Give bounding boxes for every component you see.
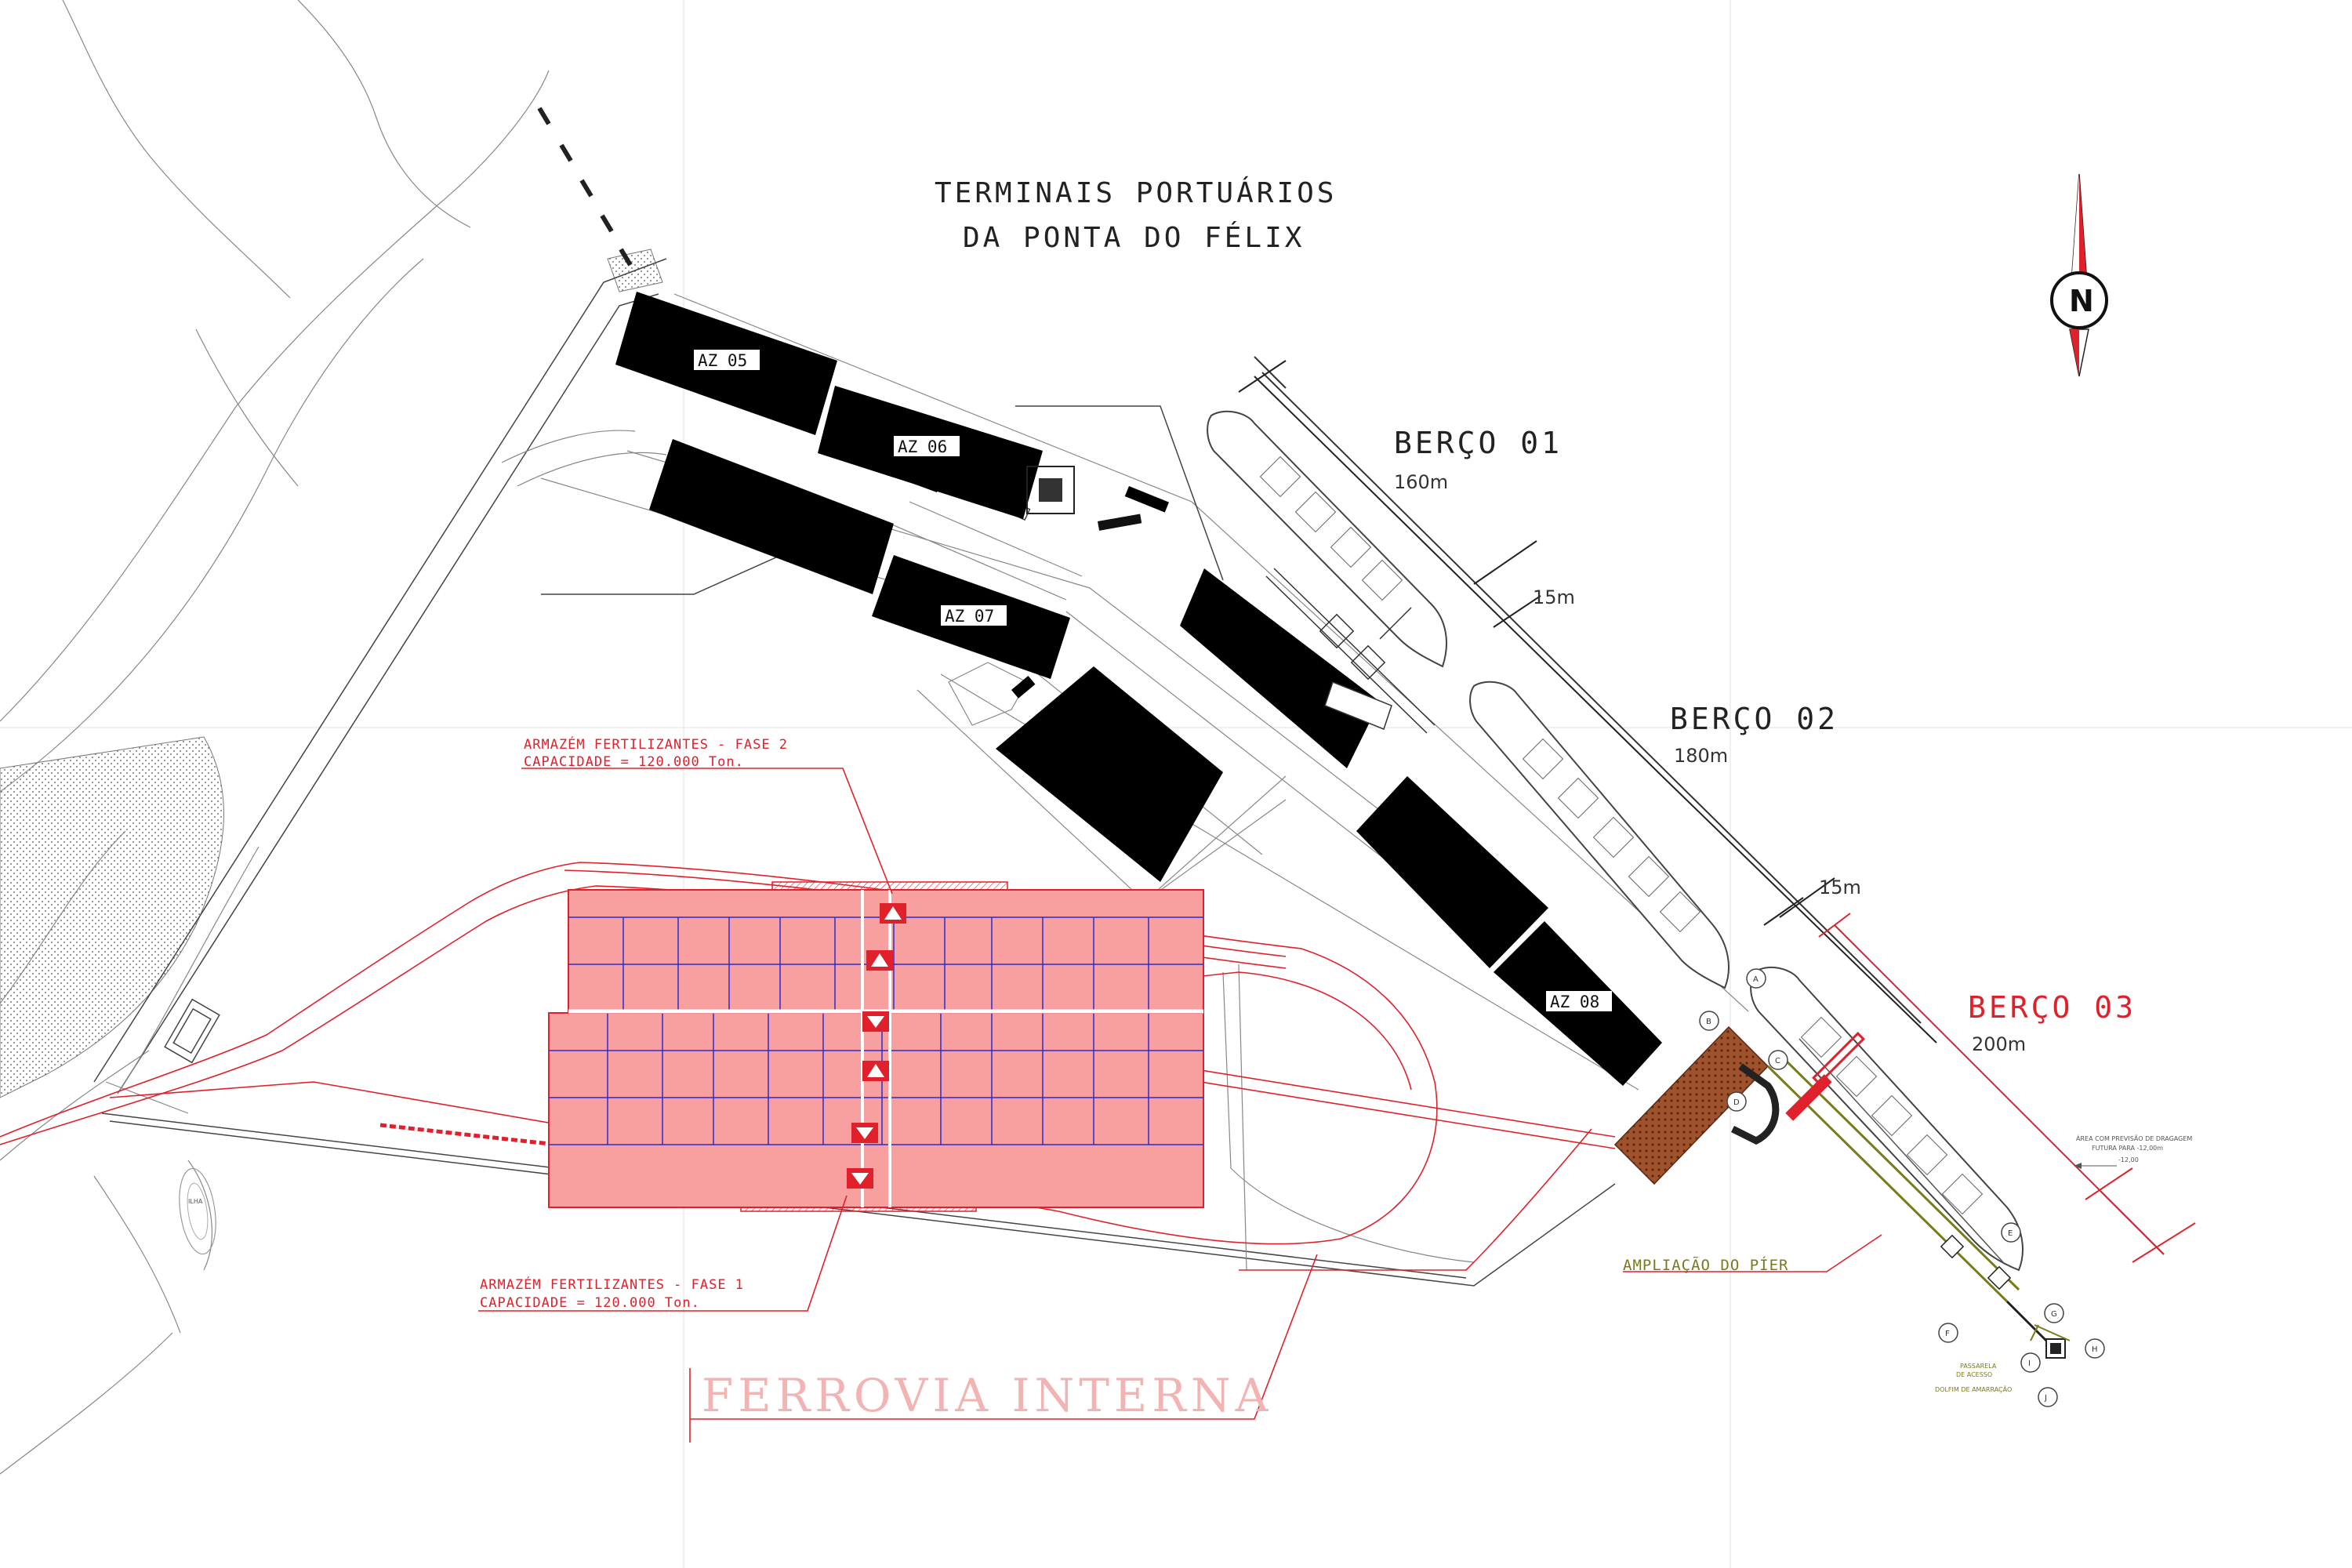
svg-text:J: J (2044, 1394, 2047, 1403)
berth-03-length: 200m (1972, 1033, 2026, 1055)
berth-01-name: BERÇO 01 (1394, 426, 1563, 460)
fertilizer-phase2-name: ARMAZÉM FERTILIZANTES - FASE 2 (524, 735, 788, 753)
flow-arrow-up-2 (866, 950, 893, 971)
spacing-label-1: 15m (1533, 586, 1575, 608)
marker-i: I (2020, 1352, 2041, 1373)
berth-dimension-lines (1238, 360, 1937, 1044)
fertilizer-phase2-capacity: CAPACIDADE = 120.000 Ton. (524, 754, 744, 770)
berth-02-name: BERÇO 02 (1670, 702, 1838, 736)
flow-arrow-up-3 (862, 1061, 889, 1081)
berth-03-dimension (1818, 913, 2196, 1263)
warehouse-label-az05: AZ 05 (698, 351, 747, 370)
walkway-note-2: DE ACESSO (1956, 1371, 1992, 1378)
marker-f: F (1938, 1323, 1958, 1343)
fertilizer-phase1-name: ARMAZÉM FERTILIZANTES - FASE 1 (480, 1276, 744, 1293)
pier-expansion-label: AMPLIAÇÃO DO PÍER (1623, 1256, 1788, 1274)
red-leader-lines (478, 768, 1882, 1443)
flow-arrows (847, 903, 906, 1189)
marker-d: D (1726, 1091, 1747, 1112)
berth-01-length: 160m (1394, 471, 1448, 493)
svg-text:A: A (1753, 975, 1759, 984)
walkway-note-1: PASSARELA (1960, 1363, 1997, 1370)
svg-text:F: F (1945, 1330, 1950, 1338)
pier-expansion (1613, 1025, 2071, 1359)
warehouse-labels: AZ 05 AZ 06 AZ 07 AZ 08 (694, 350, 1612, 1011)
flow-arrow-down-1 (862, 1011, 889, 1032)
svg-text:I: I (2028, 1359, 2031, 1368)
flow-arrow-down-2 (851, 1123, 878, 1143)
svg-text:FUTURA PARA -12,00m: FUTURA PARA -12,00m (2092, 1145, 2163, 1152)
svg-text:D: D (1733, 1098, 1740, 1107)
marker-c: C (1768, 1050, 1788, 1070)
quay-equipment (1265, 568, 1436, 734)
marker-g: G (2044, 1303, 2064, 1323)
plan-title-line1: TERMINAIS PORTUÁRIOS (935, 176, 1337, 209)
fertilizer-warehouses (548, 881, 1204, 1212)
ships (1207, 410, 2024, 1272)
terrain-contours: ILHA (0, 0, 550, 1475)
svg-text:B: B (1706, 1018, 1711, 1026)
warehouse-shiploader (1180, 568, 1380, 768)
pier-markers: A B C D E F G H I J (1699, 968, 2105, 1407)
marker-j: J (2038, 1387, 2058, 1407)
flow-arrow-up-1 (880, 903, 906, 924)
marker-a: A (1746, 968, 1766, 989)
fertilizer-warehouse-phase1 (548, 1012, 1204, 1208)
ship-berth-01 (1207, 410, 1447, 668)
marker-h: H (2085, 1338, 2105, 1359)
existing-buildings (615, 292, 1662, 1086)
marker-b: B (1699, 1011, 1719, 1031)
coastal-sand-area (0, 736, 224, 1098)
ship-berth-03 (1750, 966, 2024, 1272)
berth-03-name: BERÇO 03 (1968, 990, 2136, 1025)
fertilizer-phase1-capacity: CAPACIDADE = 120.000 Ton. (480, 1295, 700, 1311)
warehouse-label-az06: AZ 06 (898, 437, 947, 456)
warehouse-central (996, 666, 1223, 882)
berth-02-length: 180m (1674, 745, 1728, 767)
warehouse-az08a (1356, 776, 1548, 968)
warehouse-az07a (649, 439, 894, 594)
svg-text:H: H (2092, 1345, 2098, 1354)
spacing-label-2: 15m (1819, 877, 1861, 898)
north-arrow-icon: N (2050, 173, 2108, 377)
svg-text:C: C (1775, 1057, 1780, 1065)
channel-markers (537, 107, 633, 267)
north-letter: N (2069, 284, 2094, 318)
warehouse-az06b (866, 443, 945, 492)
dredging-note: ÁREA COM PREVISÃO DE DRAGAGEM FUTURA PAR… (2074, 1134, 2192, 1169)
svg-text:-12,00: -12,00 (2118, 1156, 2139, 1163)
plan-title-line2: DA PONTA DO FÉLIX (963, 221, 1305, 254)
marker-e: E (2001, 1222, 2021, 1243)
pier-platform (1613, 1025, 1769, 1185)
warehouse-label-az07: AZ 07 (945, 607, 994, 626)
svg-text:ILHA: ILHA (188, 1198, 203, 1205)
railway-label: FERROVIA INTERNA (702, 1369, 1273, 1422)
svg-text:ÁREA COM PREVISÃO DE DRAGAGEM: ÁREA COM PREVISÃO DE DRAGAGEM (2076, 1134, 2192, 1142)
warehouse-label-az08: AZ 08 (1550, 993, 1599, 1011)
ship-berth-02 (1469, 681, 1730, 989)
flow-arrow-down-3 (847, 1168, 873, 1189)
quay-front (1261, 372, 1922, 1024)
svg-text:E: E (2008, 1229, 2013, 1238)
svg-text:G: G (2051, 1310, 2057, 1319)
mooring-dolphin-note: DOLFIM DE AMARRAÇÃO (1935, 1385, 2012, 1393)
